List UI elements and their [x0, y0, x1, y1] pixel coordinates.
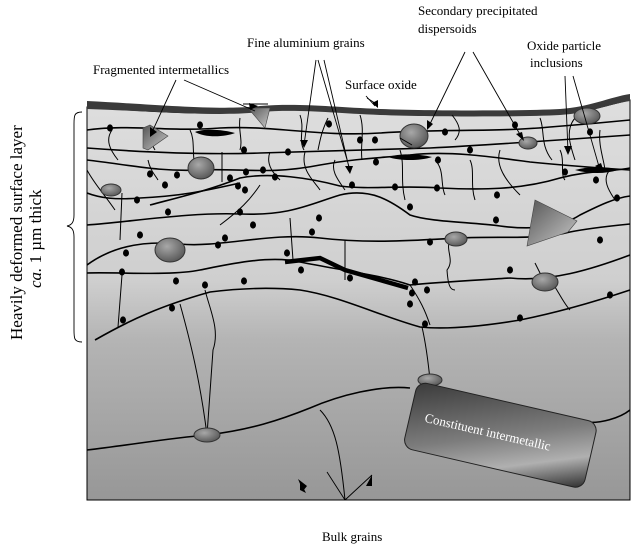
- precipitate-dot: [169, 304, 175, 312]
- label-layer-thickness: ca. 1 µm thick: [26, 189, 45, 288]
- precipitate-dot: [242, 186, 248, 194]
- thickness-value: 1 µm thick: [26, 189, 45, 268]
- label-surface-oxide: Surface oxide: [345, 77, 417, 92]
- precipitate-dot: [237, 208, 243, 216]
- label-bulk-grains: Bulk grains: [322, 529, 382, 544]
- label-fragmented-intermetallics: Fragmented intermetallics: [93, 62, 229, 77]
- precipitate-dot: [272, 173, 278, 181]
- precipitate-dot: [407, 300, 413, 308]
- precipitate-dot: [260, 166, 266, 174]
- precipitate-dot: [173, 277, 179, 285]
- precipitate-dot: [442, 128, 448, 136]
- precipitate-dot: [241, 146, 247, 154]
- precipitate-dot: [227, 174, 233, 182]
- precipitate-dot: [174, 171, 180, 179]
- precipitate-dot: [162, 181, 168, 189]
- precipitate-dot: [392, 183, 398, 191]
- precipitate-dot: [562, 168, 568, 176]
- precipitate-dot: [434, 184, 440, 192]
- precipitate-dot: [165, 208, 171, 216]
- ca-abbrev: ca.: [26, 268, 45, 288]
- label-oxide-particle: Oxide particle: [527, 38, 601, 53]
- precipitate-dot: [235, 182, 241, 190]
- precipitate-dots: [107, 120, 620, 328]
- surface-oxide-layer: [87, 94, 630, 117]
- precipitate-dot: [241, 277, 247, 285]
- precipitate-dot: [119, 268, 125, 276]
- dispersoid-particles: [100, 107, 601, 443]
- precipitate-dot: [298, 266, 304, 274]
- precipitate-dot: [607, 291, 613, 299]
- label-dispersoids: dispersoids: [418, 21, 477, 36]
- precipitate-dot: [409, 289, 415, 297]
- precipitate-dot: [507, 266, 513, 274]
- precipitate-dot: [215, 241, 221, 249]
- precipitate-dot: [202, 281, 208, 289]
- precipitate-dot: [412, 278, 418, 286]
- precipitate-dot: [593, 176, 599, 184]
- precipitate-dot: [137, 231, 143, 239]
- precipitate-dot: [517, 314, 523, 322]
- precipitate-dot: [326, 120, 332, 128]
- precipitate-dot: [197, 121, 203, 129]
- precipitate-dot: [357, 136, 363, 144]
- precipitate-dot: [494, 191, 500, 199]
- precipitate-dot: [422, 320, 428, 328]
- precipitate-dot: [349, 181, 355, 189]
- precipitate-dot: [222, 234, 228, 242]
- precipitate-dot: [427, 238, 433, 246]
- precipitate-dot: [123, 249, 129, 257]
- precipitate-dot: [407, 203, 413, 211]
- arrowheads: [150, 100, 604, 493]
- fragmented-intermetallic-shards: [142, 107, 578, 247]
- annotation-pointers: [152, 51, 601, 501]
- precipitate-dot: [435, 156, 441, 164]
- precipitate-dot: [107, 124, 113, 132]
- precipitate-dot: [373, 158, 379, 166]
- precipitate-dot: [316, 214, 322, 222]
- precipitate-dot: [493, 216, 499, 224]
- precipitate-dot: [597, 236, 603, 244]
- precipitate-dot: [243, 168, 249, 176]
- label-inclusions: inclusions: [530, 55, 583, 70]
- precipitate-dot: [284, 249, 290, 257]
- layer-thickness-brace: [66, 111, 83, 343]
- precipitate-dot: [614, 194, 620, 202]
- precipitate-dot: [424, 286, 430, 294]
- precipitate-dot: [372, 136, 378, 144]
- precipitate-dot: [285, 148, 291, 156]
- precipitate-dot: [250, 221, 256, 229]
- label-deformed-layer: Heavily deformed surface layer: [7, 125, 26, 340]
- precipitate-dot: [309, 228, 315, 236]
- precipitate-dot: [467, 146, 473, 154]
- label-fine-grains: Fine aluminium grains: [247, 35, 365, 50]
- precipitate-dot: [347, 274, 353, 282]
- precipitate-dot: [134, 196, 140, 204]
- precipitate-dot: [147, 170, 153, 178]
- constituent-intermetallic: Constituent intermetallic: [404, 382, 597, 488]
- elongated-intermetallics: [195, 129, 618, 291]
- label-secondary-precipitated: Secondary precipitated: [418, 3, 538, 18]
- precipitate-dot: [120, 316, 126, 324]
